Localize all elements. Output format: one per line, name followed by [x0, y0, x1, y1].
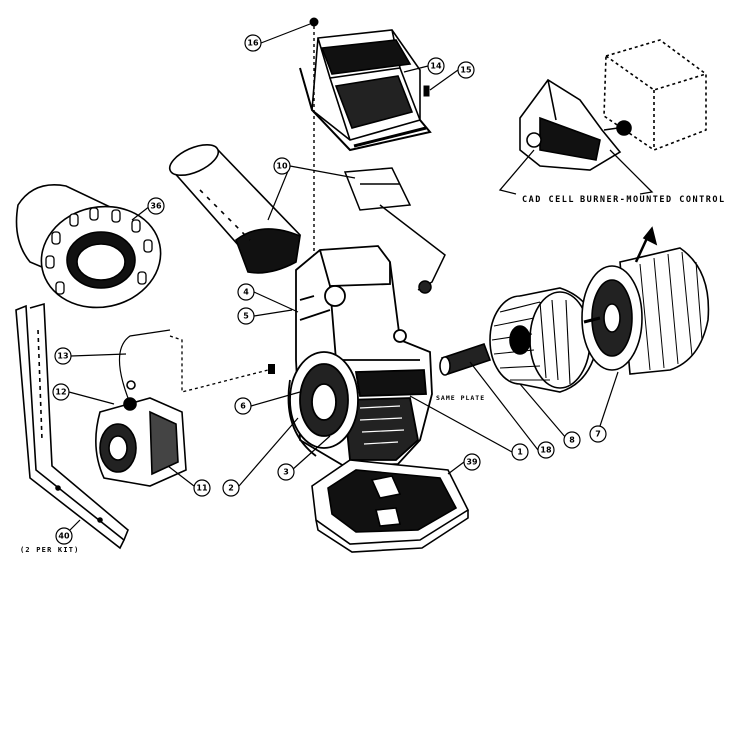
part-blast-tube	[168, 143, 302, 274]
label-same-plate: SAME PLATE	[436, 394, 485, 402]
callout-14-text: 14	[430, 62, 442, 71]
callout-5-text: 5	[243, 312, 249, 321]
callout-8-text: 8	[569, 436, 575, 445]
callout-10: 10	[273, 157, 291, 175]
callout-16-top: 16	[244, 34, 262, 52]
part-cad-cell-assembly	[519, 78, 632, 171]
callout-6-text: 6	[240, 402, 246, 411]
callout-36-text: 36	[150, 202, 162, 211]
callout-15: 15	[457, 61, 475, 79]
callout-12: 12	[52, 383, 70, 401]
callout-18-text: 18	[540, 446, 552, 455]
part-base-plate	[311, 459, 470, 553]
part-cover-box	[299, 29, 432, 152]
callout-8: 8	[563, 431, 581, 449]
callout-40: 40	[55, 527, 73, 545]
callouts: 16 14 15 10 36 4 5 13 12 6 2 3 11 1 18 8…	[52, 34, 607, 545]
callout-5: 5	[237, 307, 255, 325]
callout-7: 7	[589, 425, 607, 443]
callout-14: 14	[427, 57, 445, 75]
callout-11: 11	[193, 479, 211, 497]
callout-40-text: 40	[58, 532, 70, 541]
callout-2-text: 2	[228, 484, 234, 493]
callout-39-text: 39	[466, 458, 478, 467]
callout-39: 39	[463, 453, 481, 471]
callout-1-text: 1	[517, 448, 523, 457]
callout-2: 2	[222, 479, 240, 497]
part-electrode-assembly	[343, 167, 446, 294]
part-burner-housing	[287, 245, 433, 467]
part-coupling	[439, 342, 492, 376]
part-small-screw	[268, 364, 275, 374]
part-bracket-rail	[15, 302, 129, 550]
callout-3: 3	[277, 463, 295, 481]
part-screws-top	[309, 17, 430, 97]
leaders-control	[498, 149, 654, 195]
callout-11-text: 11	[196, 484, 208, 493]
callout-36: 36	[147, 197, 165, 215]
callout-13: 13	[54, 347, 72, 365]
part-fuel-pump	[95, 329, 187, 487]
callout-leaders	[68, 23, 619, 531]
leader-dashed-pump	[169, 335, 269, 393]
callout-18: 18	[537, 441, 555, 459]
callout-16-top-text: 16	[247, 39, 259, 48]
callout-15-text: 15	[460, 66, 472, 75]
callout-6: 6	[234, 397, 252, 415]
callout-7-text: 7	[595, 430, 601, 439]
callout-3-text: 3	[283, 468, 289, 477]
part-motor	[581, 226, 710, 375]
callout-10-text: 10	[276, 162, 288, 171]
part-air-guide	[15, 184, 162, 309]
callout-4-text: 4	[243, 288, 249, 297]
callout-4: 4	[237, 283, 255, 301]
callout-1: 1	[511, 443, 529, 461]
label-two-per-kit: (2 PER KIT)	[20, 546, 80, 554]
part-blower-wheel	[489, 287, 599, 393]
callout-13-text: 13	[57, 352, 68, 361]
callout-12-text: 12	[55, 388, 66, 397]
label-burner-mounted-control: BURNER-MOUNTED CONTROL	[580, 195, 726, 205]
label-cad-cell: CAD CELL	[522, 195, 575, 205]
